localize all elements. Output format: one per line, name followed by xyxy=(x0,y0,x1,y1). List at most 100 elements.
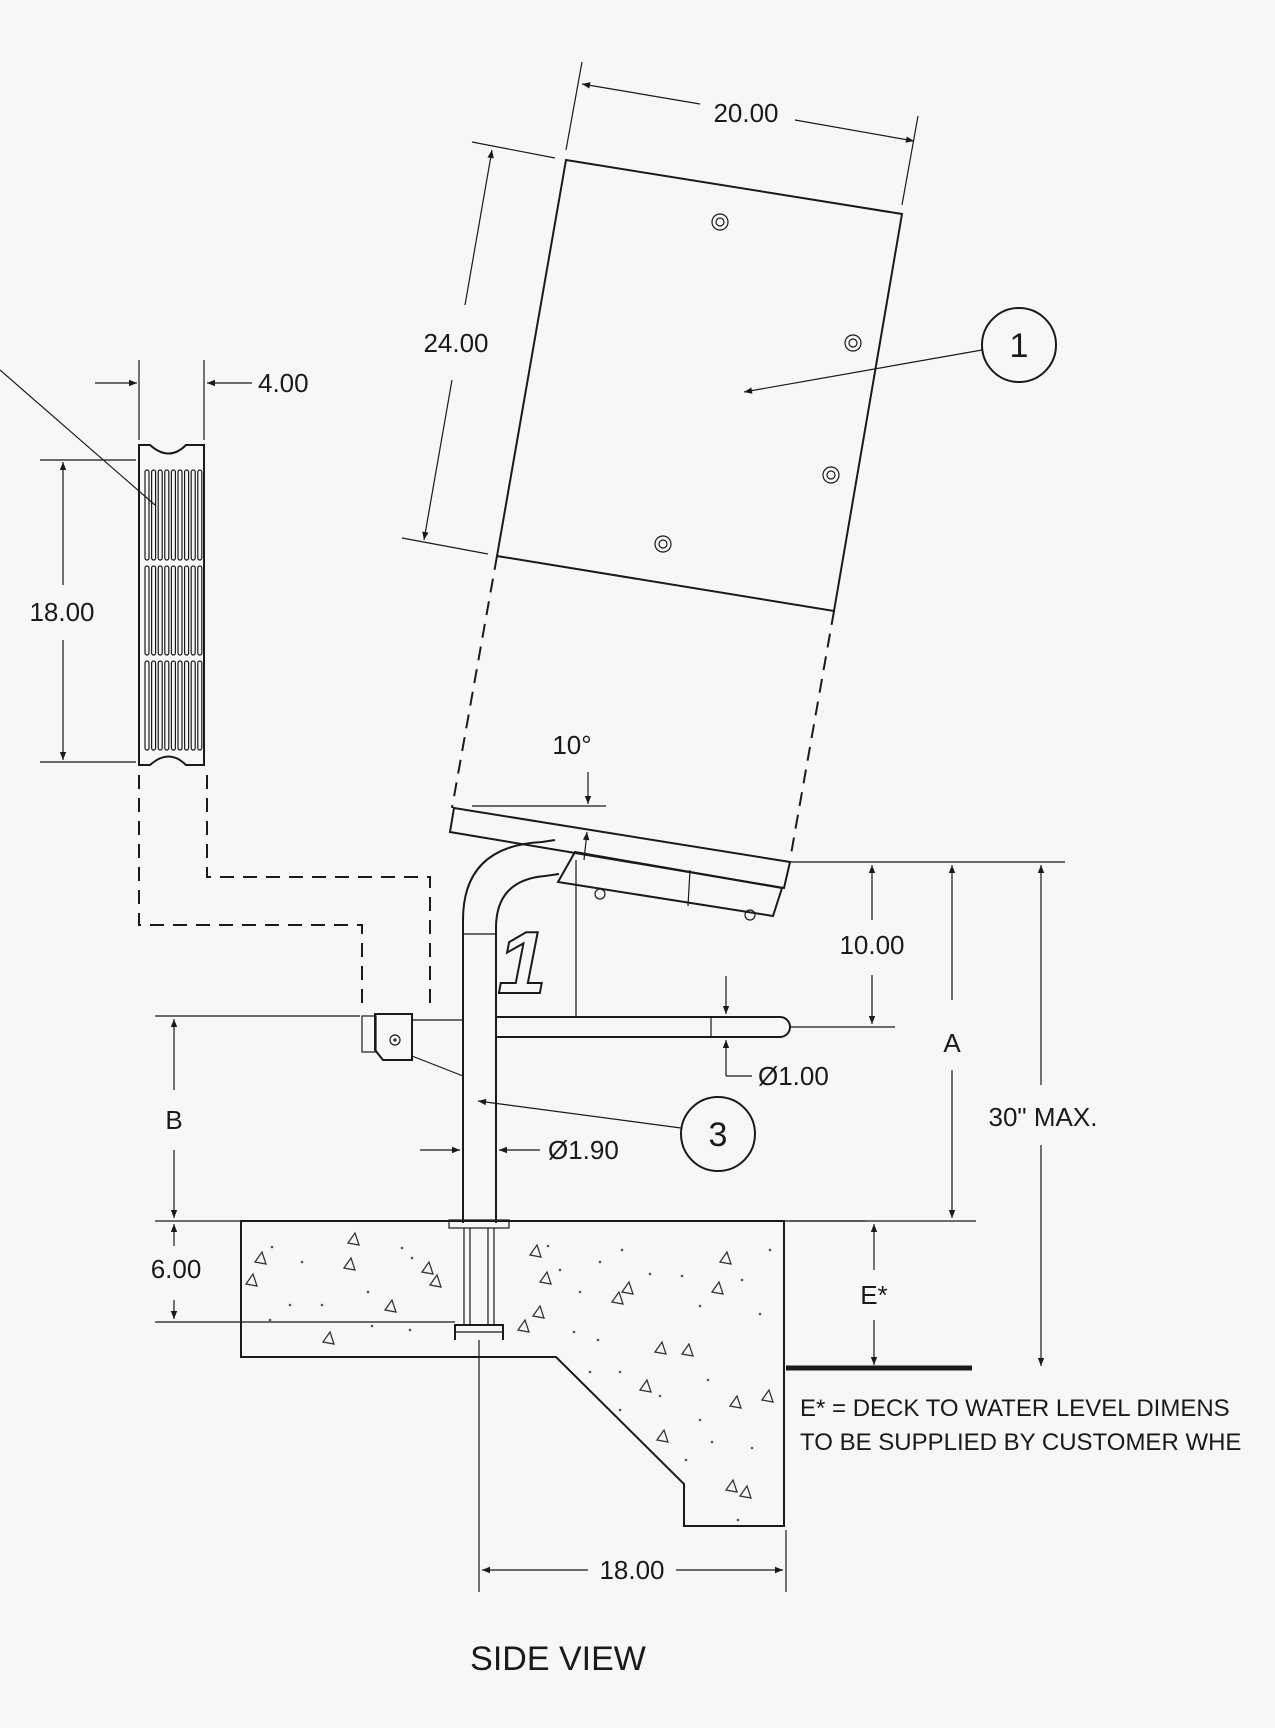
aggregate-mark xyxy=(638,1378,652,1393)
dim-footing-width-label: 18.00 xyxy=(599,1555,664,1585)
dim-embed-depth-label: 6.00 xyxy=(151,1254,202,1284)
aggregate-dot xyxy=(546,1244,550,1248)
aggregate-mark xyxy=(538,1270,552,1285)
grate-slot xyxy=(190,469,196,561)
aggregate-mark xyxy=(516,1318,530,1333)
dim-seat-footrest xyxy=(790,861,1065,1028)
grate-slot xyxy=(177,660,183,751)
aggregate-mark xyxy=(346,1231,360,1246)
aggregate-dot xyxy=(698,1418,702,1422)
aggregate-mark xyxy=(420,1260,434,1275)
grate-slot xyxy=(151,469,157,561)
panel-hidden-right xyxy=(789,610,835,861)
aggregate-dot xyxy=(710,1440,714,1444)
grate-slot xyxy=(151,565,157,656)
grate-slot xyxy=(151,660,157,751)
aggregate-mark xyxy=(428,1273,442,1288)
aggregate-dot xyxy=(370,1324,374,1328)
dim-footrest-dia xyxy=(722,976,752,1077)
aggregate-dot xyxy=(698,1304,702,1308)
aggregate-dot xyxy=(736,1518,740,1522)
dim-seat-footrest-label: 10.00 xyxy=(839,930,904,960)
aggregate-mark xyxy=(342,1256,356,1271)
aggregate-dot xyxy=(408,1328,412,1332)
aggregate-dot xyxy=(596,1338,600,1342)
concrete-footing xyxy=(240,1220,785,1527)
aggregate-dot xyxy=(740,1278,744,1282)
aggregate-dot xyxy=(400,1246,404,1250)
dim-embed-depth xyxy=(155,1224,455,1323)
dim-grate-height-label: 18.00 xyxy=(29,597,94,627)
grate-slot xyxy=(144,469,150,561)
dim-panel-width-label: 20.00 xyxy=(713,98,778,128)
aggregate-mark xyxy=(760,1388,774,1403)
dim-b xyxy=(155,1015,360,1222)
backrest-panel xyxy=(495,158,904,613)
aggregate-dot xyxy=(578,1290,582,1294)
grate-slot xyxy=(170,565,176,656)
aggregate-mark xyxy=(383,1298,397,1313)
dim-grate-width-label: 4.00 xyxy=(258,368,309,398)
aggregate-mark xyxy=(253,1250,267,1265)
aggregate-mark xyxy=(244,1272,258,1287)
aggregate-mark xyxy=(680,1342,694,1357)
dim-panel-height xyxy=(401,141,556,555)
grate-slot xyxy=(164,660,170,751)
grate-slot xyxy=(197,565,203,656)
dim-e-label: E* xyxy=(860,1280,887,1310)
grate-slot xyxy=(164,565,170,656)
dim-footrest-dia-label: Ø1.00 xyxy=(758,1061,829,1091)
grate-slot xyxy=(144,565,150,656)
aggregate-dot xyxy=(768,1248,772,1252)
dim-angle xyxy=(472,772,606,861)
aggregate-mark xyxy=(728,1394,742,1409)
aggregate-dot xyxy=(366,1290,370,1294)
aggregate-dot xyxy=(270,1245,274,1249)
dim-a-label: A xyxy=(943,1028,961,1058)
dim-post-dia-label: Ø1.90 xyxy=(548,1135,619,1165)
grate-slot xyxy=(144,660,150,751)
dim-grate-height xyxy=(40,459,136,763)
grate-slot xyxy=(164,469,170,561)
dim-panel-height-label: 24.00 xyxy=(423,328,488,358)
aggregate-mark xyxy=(724,1478,738,1493)
aggregate-dot xyxy=(618,1408,622,1412)
callout-part-1-label: 1 xyxy=(1010,327,1029,365)
dim-max-height-label: 30" MAX. xyxy=(989,1102,1098,1132)
seat xyxy=(448,806,792,921)
aggregate-mark xyxy=(655,1428,669,1443)
aggregate-dot xyxy=(320,1303,324,1307)
aggregate-dot xyxy=(618,1370,622,1374)
grate-slot xyxy=(177,565,183,656)
aggregate-mark xyxy=(321,1330,335,1345)
aggregate-dot xyxy=(410,1256,414,1260)
note-line-2: TO BE SUPPLIED BY CUSTOMER WHE xyxy=(800,1429,1241,1456)
aggregate-mark xyxy=(531,1304,545,1319)
aggregate-dot xyxy=(750,1446,754,1450)
aggregate-dot xyxy=(288,1303,292,1307)
grate-hidden-connector xyxy=(138,775,363,1010)
note-line-1: E* = DECK TO WATER LEVEL DIMENS xyxy=(800,1395,1230,1422)
grate-slot xyxy=(184,660,190,751)
aggregate-mark xyxy=(710,1280,724,1295)
dim-b-label: B xyxy=(165,1105,182,1135)
aggregate-mark xyxy=(620,1280,634,1295)
grate-slot xyxy=(184,565,190,656)
aggregate-dot xyxy=(706,1378,710,1382)
dim-panel-width xyxy=(565,61,919,206)
grate-slot xyxy=(170,660,176,751)
callout-part-3-label: 3 xyxy=(709,1116,728,1154)
grate-detail xyxy=(138,444,205,766)
aggregate-mark xyxy=(653,1340,667,1355)
aggregate-mark xyxy=(610,1290,624,1305)
grate-slot xyxy=(184,469,190,561)
callout-part-3 xyxy=(477,1096,756,1172)
aggregate-dot xyxy=(648,1272,652,1276)
view-title: SIDE VIEW xyxy=(470,1640,646,1678)
aggregate-dot xyxy=(658,1394,662,1398)
seat-number-mark: 1 xyxy=(498,913,547,1012)
grate-hidden-connector-inner xyxy=(206,775,431,1012)
panel-hidden-left xyxy=(451,555,498,809)
grate-slot xyxy=(197,660,203,751)
aggregate-mark xyxy=(738,1484,752,1499)
